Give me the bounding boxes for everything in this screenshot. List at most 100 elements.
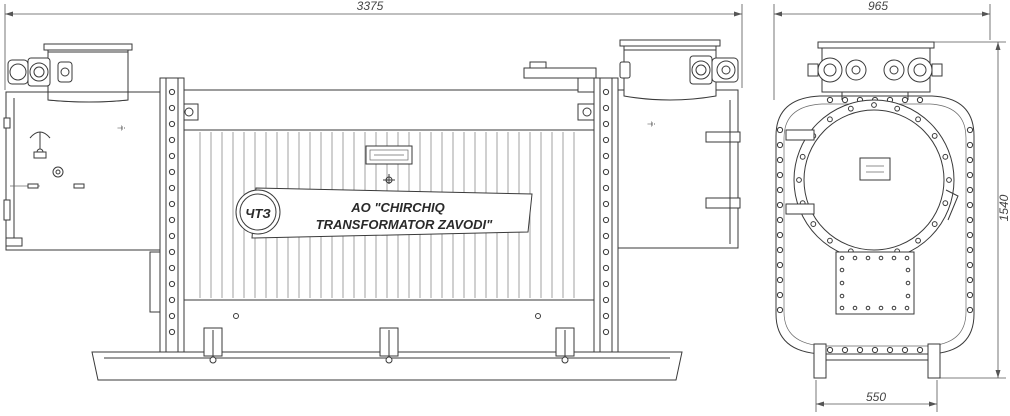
side-bolt [966, 156, 974, 164]
side-bolt [966, 201, 974, 209]
side-bolt [966, 306, 974, 314]
flange-bolt [168, 88, 176, 96]
cover-bolt [904, 305, 910, 311]
side-bolt [776, 261, 784, 269]
cover-bolt [942, 153, 949, 160]
side-perimeter-bolts [776, 96, 974, 354]
flange-bolt [168, 168, 176, 176]
cover-bolt [915, 116, 921, 123]
side-bolt [966, 171, 974, 179]
flange-bolt [602, 152, 610, 160]
dimension-overall-length-label: 3375 [357, 0, 384, 13]
side-bolt [776, 171, 784, 179]
dimension-overall-length: 3375 [4, 0, 743, 90]
cover-bolt [852, 305, 858, 311]
flange-bolt [168, 120, 176, 128]
cover-bolt [847, 105, 854, 112]
cover-bolt [878, 305, 884, 311]
dimension-side-width: 965 [773, 0, 991, 100]
flange-bolt [602, 184, 610, 192]
svg-text:⏚: ⏚ [647, 120, 656, 128]
side-bolt [966, 276, 974, 284]
cover-bolt [827, 116, 833, 123]
side-bolt [776, 126, 784, 134]
dimension-height-label: 1540 [997, 194, 1010, 221]
side-bolt [966, 141, 974, 149]
side-bolt [776, 276, 784, 284]
side-bolt [776, 216, 784, 224]
nameplate-line2: TRANSFORMATOR ZAVODI" [316, 217, 493, 232]
side-bolt [776, 306, 784, 314]
cover-bolt [946, 177, 952, 183]
flange-bolt [602, 136, 610, 144]
flange-bolt [168, 280, 176, 288]
side-bolt [841, 346, 849, 354]
cover-bolt [891, 255, 897, 261]
earth-symbol-icon [383, 174, 395, 184]
flange-bolt [168, 104, 176, 112]
side-bolt [841, 96, 849, 104]
side-bolt [916, 346, 924, 354]
dimension-base-width-label: 550 [866, 390, 886, 404]
side-bolt [901, 96, 909, 104]
side-bolt [966, 126, 974, 134]
cover-bolt [796, 177, 802, 183]
side-bolt [776, 246, 784, 254]
side-bushings [807, 41, 943, 100]
gauge-icon [29, 131, 51, 159]
flange-bolt [602, 88, 610, 96]
flange-bolt [602, 264, 610, 272]
flange-bolt [168, 296, 176, 304]
cable-gland-right [689, 55, 739, 85]
side-bolt [886, 346, 894, 354]
support-feet [203, 327, 575, 364]
side-bolt [871, 346, 879, 354]
cover-bolt [827, 237, 833, 244]
flange-bolt [602, 312, 610, 320]
right-terminal-box: ⏚ [617, 39, 741, 249]
right-flange [593, 77, 619, 355]
cover-bolt [871, 102, 877, 108]
side-bolt [826, 346, 834, 354]
cover-bolt [878, 255, 884, 261]
skid-base [91, 313, 683, 381]
flange-bolt [168, 328, 176, 336]
flange-bolt [168, 152, 176, 160]
flange-bolt [168, 264, 176, 272]
cover-bolt [839, 267, 845, 273]
side-bolt [966, 246, 974, 254]
cover-bolt [839, 293, 845, 299]
dimension-base-width: 550 [815, 380, 938, 412]
brand-banner: ЧТЗ AO "CHIRCHIQ TRANSFORMATOR ZAVODI" [235, 187, 533, 239]
cover-bolt [904, 255, 910, 261]
flange-bolt [168, 200, 176, 208]
side-bolt [776, 231, 784, 239]
cover-bolt [852, 255, 858, 261]
cover-bolt [905, 267, 911, 273]
side-view [775, 41, 975, 379]
flange-bolt [168, 312, 176, 320]
flange-bolt [602, 104, 610, 112]
logo-emblem: ЧТЗ [235, 189, 281, 235]
cover-bolt [865, 305, 871, 311]
cover-bolt [942, 200, 949, 207]
flange-bolt [602, 296, 610, 304]
side-bolt [776, 141, 784, 149]
side-bolt [966, 291, 974, 299]
side-bolt [966, 216, 974, 224]
flange-bolt [168, 216, 176, 224]
cover-bolt [865, 255, 871, 261]
flange-bolt [168, 232, 176, 240]
cover-bolt [915, 237, 921, 244]
left-flange [159, 77, 185, 355]
cover-bolt [905, 293, 911, 299]
side-bolt [776, 291, 784, 299]
cover-bolt [891, 305, 897, 311]
side-bolt [776, 156, 784, 164]
cover-bolt [931, 221, 938, 227]
flange-bolt [602, 120, 610, 128]
cover-bolt [799, 153, 806, 160]
flange-bolt [602, 232, 610, 240]
side-bolt [901, 346, 909, 354]
